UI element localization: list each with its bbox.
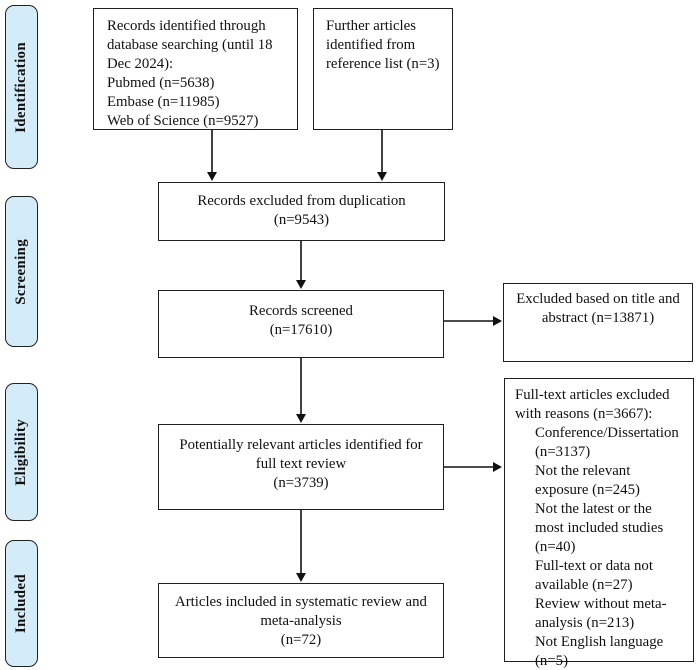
box-title-abstract-excluded-text: Excluded based on title and abstract (n=… xyxy=(516,291,680,326)
full-text-excluded-reason-list: Conference/Dissertation (n=3137)Not the … xyxy=(515,424,689,670)
list-item: Not the relevant exposure (n=245) xyxy=(535,463,640,498)
box-duplicates-excluded-text: Records excluded from duplication (n=954… xyxy=(197,193,406,228)
stage-eligibility-label: Eligibility xyxy=(13,418,29,486)
box-database-search-text: Records identified through database sear… xyxy=(107,18,273,129)
box-duplicates-excluded: Records excluded from duplication (n=954… xyxy=(158,182,445,241)
box-records-screened: Records screened (n=17610) xyxy=(158,290,444,358)
arrow-reference-to-dedup-head xyxy=(377,172,387,181)
stage-eligibility: Eligibility xyxy=(5,383,38,521)
arrow-screened-to-relevant-head xyxy=(296,414,306,423)
box-reference-list: Further articles identified from referen… xyxy=(313,8,453,130)
arrow-relevant-to-included-head xyxy=(296,573,306,582)
arrow-relevant-to-fulltext-excluded-head xyxy=(493,462,502,472)
box-reference-list-text: Further articles identified from referen… xyxy=(326,18,440,72)
arrow-screened-to-title-excluded-head xyxy=(493,316,502,326)
stage-screening-label: Screening xyxy=(13,238,29,305)
box-included-studies-text: Articles included in systematic review a… xyxy=(175,594,427,648)
arrow-database-to-dedup-head xyxy=(207,172,217,181)
box-full-text-review-text: Potentially relevant articles identified… xyxy=(179,437,423,491)
arrow-dedup-to-screened-head xyxy=(296,280,306,289)
stage-identification-label: Identification xyxy=(13,41,29,133)
stage-screening: Screening xyxy=(5,196,38,347)
box-included-studies: Articles included in systematic review a… xyxy=(158,583,444,658)
list-item: Review without meta- analysis (n=213) xyxy=(535,596,667,631)
list-item: Not the latest or the most included stud… xyxy=(535,501,664,555)
list-item: Not English language (n=5) xyxy=(535,634,664,669)
box-full-text-review: Potentially relevant articles identified… xyxy=(158,424,444,510)
stage-identification: Identification xyxy=(5,5,38,169)
box-title-abstract-excluded: Excluded based on title and abstract (n=… xyxy=(503,283,693,362)
box-full-text-excluded: Full-text articles excluded with reasons… xyxy=(504,378,694,669)
box-records-screened-text: Records screened (n=17610) xyxy=(249,303,353,338)
list-item: Full-text or data not available (n=27) xyxy=(535,558,653,593)
stage-included-label: Included xyxy=(13,573,29,634)
box-database-search: Records identified through database sear… xyxy=(93,8,298,130)
box-full-text-excluded-header: Full-text articles excluded with reasons… xyxy=(515,387,670,422)
stage-included: Included xyxy=(5,540,38,667)
list-item: Conference/Dissertation (n=3137) xyxy=(535,425,679,460)
